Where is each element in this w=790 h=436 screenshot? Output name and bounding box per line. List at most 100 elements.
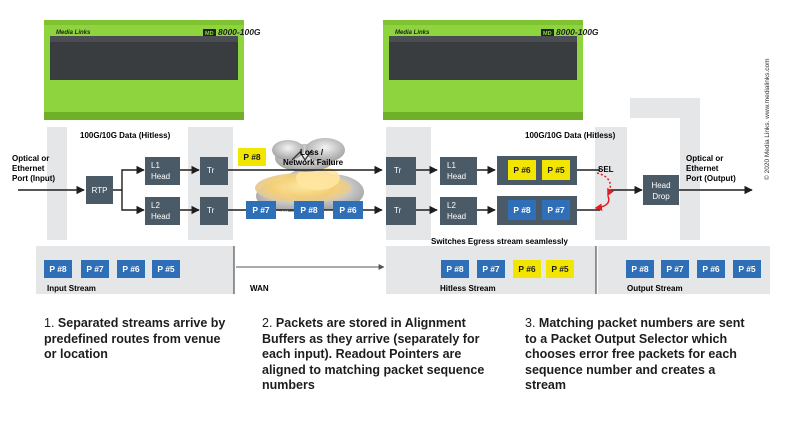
- copyright-text: © 2020 Media Links. www.medialinks.com: [763, 59, 771, 180]
- tr-label-rb: Tr: [394, 206, 402, 215]
- packet-label: P #6: [702, 264, 720, 274]
- packet-hl-p7: [477, 260, 505, 278]
- packet-in-p8: [44, 260, 72, 278]
- packet-wan-top-p8: [238, 148, 266, 166]
- model-badge-right: [541, 29, 554, 36]
- packet-hl-p6: [513, 260, 541, 278]
- hitless-stream-label: Hitless Stream: [440, 284, 496, 293]
- input-port-label-2: Ethernet: [12, 164, 45, 173]
- caption-1: 1. Separated streams arrive by predefine…: [44, 316, 259, 363]
- model-prefix-left: MD: [205, 31, 214, 37]
- packet-buf-top-p5: [542, 160, 570, 180]
- caption-1-line-3: or location: [44, 347, 108, 361]
- sel-panel: [595, 127, 627, 240]
- packet-label: P #6: [513, 165, 531, 175]
- rtp-label: RTP: [92, 186, 108, 195]
- data-label-left: 100G/10G Data (Hitless): [80, 131, 171, 140]
- tr-label-lt: Tr: [207, 166, 215, 175]
- output-port-label-1: Optical or: [686, 154, 723, 163]
- switches-label: Switches Egress stream seamlessly: [431, 237, 569, 246]
- caption-2-line-2: Buffers as they arrive (separately for: [262, 331, 480, 346]
- l2-head-box-right: [440, 197, 477, 225]
- output-stream-label: Output Stream: [627, 284, 683, 293]
- device-right: [383, 20, 583, 120]
- caption-2-number: 2.: [262, 316, 273, 330]
- head-drop-box: [643, 175, 679, 205]
- caption-1-number: 1.: [44, 316, 55, 330]
- packet-buf-top-p6: [508, 160, 536, 180]
- packet-ellipsis: ...: [324, 204, 331, 214]
- l2-label-right-2: Head: [447, 212, 466, 221]
- rtp-box: [86, 176, 113, 204]
- l2-label-left-1: L2: [151, 201, 160, 210]
- packet-out-p7: [661, 260, 689, 278]
- packet-label: P #8: [513, 205, 531, 215]
- tr-label-lb: Tr: [207, 206, 215, 215]
- packet-label: P #8: [300, 205, 318, 215]
- caption-3: 3. Matching packet numbers are sent to a…: [525, 316, 775, 394]
- packet-ellipsis: ...: [281, 204, 288, 214]
- packet-wan-p6: [333, 201, 363, 219]
- input-port-label-3: Port (Input): [12, 174, 55, 183]
- input-port-label-1: Optical or: [12, 154, 49, 163]
- l1-head-box-right: [440, 157, 477, 185]
- caption-3-line-4: sequence number and creates a: [525, 362, 716, 377]
- device-left: [44, 20, 244, 120]
- packet-label: P #7: [252, 205, 270, 215]
- head-drop-label-1: Head: [651, 181, 670, 190]
- packet-label: P #5: [157, 264, 175, 274]
- l1-label-left-1: L1: [151, 161, 160, 170]
- rtp-to-l2: [121, 190, 145, 215]
- model-left: 8000-100G: [218, 27, 261, 37]
- wan-label: WAN: [250, 284, 269, 293]
- packet-label: P #7: [482, 264, 500, 274]
- packet-label: P #6: [518, 264, 536, 274]
- packet-out-p5: [733, 260, 761, 278]
- output-panel: [630, 98, 700, 240]
- caption-2-line-5: numbers: [262, 378, 315, 392]
- output-port-label-2: Ethernet: [686, 164, 719, 173]
- loss-label-2: Network Failure: [283, 158, 344, 167]
- packet-hl-p5: [546, 260, 574, 278]
- tr-box-right-top: [386, 157, 416, 185]
- model-prefix-right: MD: [543, 31, 552, 37]
- packet-label: P #7: [547, 205, 565, 215]
- packet-wan-p8: [294, 201, 324, 219]
- caption-1-line-1: Separated streams arrive by: [57, 316, 226, 330]
- tr-box-right-bottom: [386, 197, 416, 225]
- caption-3-line-2: to a Packet Output Selector which: [525, 331, 728, 346]
- packet-label: P #7: [666, 264, 684, 274]
- caption-2-line-3: each input). Readout Pointers are: [262, 347, 462, 361]
- output-port-label-3: Port (Output): [686, 174, 736, 183]
- packet-out-p6: [697, 260, 725, 278]
- l1-head-box-left: [145, 157, 180, 185]
- packet-label: P #8: [631, 264, 649, 274]
- rtp-to-l1: [112, 165, 145, 191]
- l2-label-left-2: Head: [151, 212, 170, 221]
- caption-3-line-3: chooses error free packets for each: [525, 347, 737, 361]
- tr-label-rt: Tr: [394, 166, 402, 175]
- packet-buf-bot-p8: [508, 200, 536, 220]
- tr-box-left-top: [200, 157, 228, 185]
- model-right: 8000-100G: [556, 27, 599, 37]
- loss-label-1: Loss /: [300, 148, 324, 157]
- caption-2-line-1: Packets are stored in Alignment: [275, 316, 466, 330]
- failure-zigzag: [291, 149, 313, 162]
- packet-out-p8: [626, 260, 654, 278]
- packet-wan-p7: [246, 201, 276, 219]
- packet-label: P #5: [547, 165, 565, 175]
- l2-head-box-left: [145, 197, 180, 225]
- packet-buf-bot-p7: [542, 200, 570, 220]
- l1-label-right-1: L1: [447, 161, 456, 170]
- brand-right: Media Links: [395, 30, 430, 36]
- caption-3-line-5: stream: [525, 378, 566, 392]
- packet-label: P #8: [243, 152, 261, 162]
- failure-cloud: [272, 138, 345, 172]
- packet-label: P #8: [446, 264, 464, 274]
- input-panel-bar: [47, 127, 67, 240]
- caption-3-line-1: Matching packet numbers are sent: [538, 316, 745, 330]
- caption-3-number: 3.: [525, 316, 536, 330]
- tr-box-left-bottom: [200, 197, 228, 225]
- caption-2-line-4: aligned to matching packet sequence: [262, 362, 485, 377]
